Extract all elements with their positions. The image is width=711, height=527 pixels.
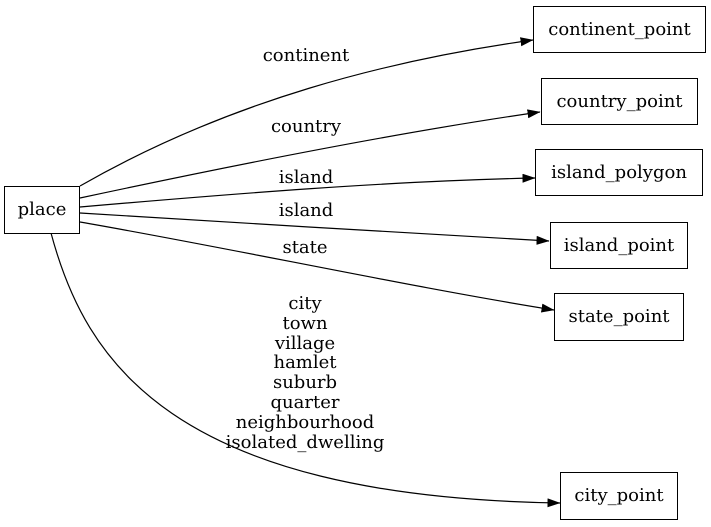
edge-place-city-point bbox=[50, 232, 561, 508]
edge-label-island-point: island bbox=[278, 200, 334, 221]
node-place: place bbox=[4, 186, 80, 234]
edge-label-continent: continent bbox=[262, 45, 350, 66]
edge-place-continent-point bbox=[79, 37, 534, 187]
node-island-point: island_point bbox=[550, 222, 688, 269]
edge-label-island-polygon: island bbox=[278, 167, 334, 188]
edge-label-state: state bbox=[282, 237, 328, 258]
edge-place-island-polygon bbox=[79, 173, 536, 208]
node-country-point: country_point bbox=[541, 78, 698, 125]
node-island-polygon: island_polygon bbox=[535, 149, 703, 196]
edge-place-island-point bbox=[79, 212, 550, 245]
edge-place-country-point bbox=[79, 109, 541, 199]
node-continent-point: continent_point bbox=[533, 6, 706, 53]
edge-label-city-types: city town village hamlet suburb quarter … bbox=[225, 292, 385, 453]
node-state-point: state_point bbox=[554, 293, 684, 341]
edge-place-state-point bbox=[79, 221, 555, 313]
node-city-point: city_point bbox=[560, 472, 678, 520]
edge-label-country: country bbox=[270, 116, 342, 137]
